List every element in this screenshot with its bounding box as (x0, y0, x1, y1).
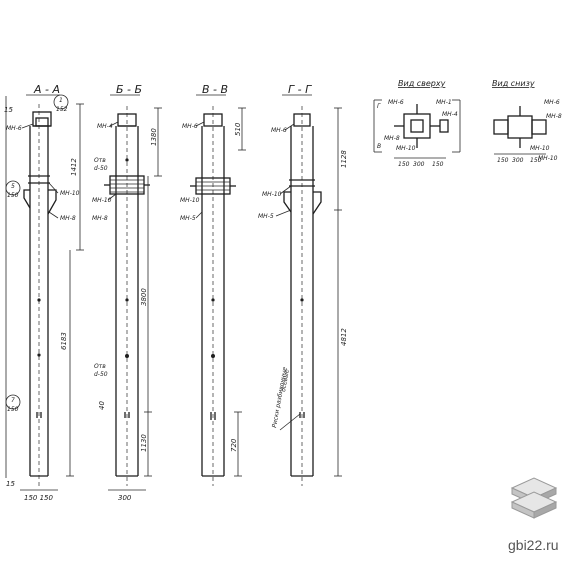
gg-dim-4812: 4812 (340, 328, 348, 346)
bb-dim-1130: 1130 (140, 434, 148, 452)
bottom-label-mn8: МН-8 (546, 113, 562, 120)
aa-dim-1412: 1412 (70, 158, 78, 176)
gg-label-mn6: МН-6 (271, 127, 287, 134)
view-top: Вид сверху Г В МН-6 МН-1 МН-4 МН-8 МН-10… (373, 79, 461, 168)
section-aa-title: А - А (33, 83, 60, 96)
gg-note-risk2: осевые (280, 369, 291, 393)
top-dim-150b: 150 (432, 161, 444, 168)
bb-dim-40: 40 (98, 401, 106, 410)
view-bottom-title: Вид снизу (492, 79, 535, 88)
top-mark-g: Г (377, 103, 381, 110)
watermark-site: gbi22.ru (508, 537, 559, 553)
bb-dim-3800: 3800 (140, 288, 148, 306)
aa-label-mn8: МН-8 (60, 215, 76, 222)
bb-label-mn4: МН-4 (97, 123, 113, 130)
aa-dim-15: 15 (4, 106, 13, 114)
aa-dim-6183: 6183 (60, 332, 68, 350)
aa-label-mn10: МН-10 (60, 190, 80, 197)
bb-dim-1380: 1380 (150, 128, 158, 146)
bb-label-hole1-d: d-50 (94, 165, 108, 172)
aa-callout-5b: 150 (7, 192, 19, 199)
aa-callout-1: 1 (59, 97, 63, 104)
top-label-mn8: МН-8 (384, 135, 400, 142)
view-top-title: Вид сверху (398, 79, 446, 88)
gg-dim-1128: 1128 (340, 150, 348, 168)
gg-label-mn10: МН-10 (262, 191, 282, 198)
aa-dim-bottom-r: 15 (6, 480, 15, 488)
top-label-mn6: МН-6 (388, 99, 404, 106)
section-vv: В - В МН-6 МН-10 МН-5 510 720 (180, 83, 246, 486)
view-bottom: Вид снизу МН-6 МН-8 МН-10 МН-10 150 300 … (492, 79, 562, 164)
bb-dim-bottom: 300 (118, 494, 132, 502)
bottom-label-mn10a: МН-10 (530, 145, 550, 152)
section-aa: А - А МН-6 МН-10 МН-8 5 150 7 150 (4, 83, 84, 502)
section-gg-title: Г - Г (288, 83, 312, 96)
section-bb: Б - Б МН-4 Отв d-50 МН-10 МН-8 Отв d-50 (92, 83, 162, 502)
bottom-label-mn6: МН-6 (544, 99, 560, 106)
section-gg: Г - Г МН-6 МН-10 МН-5 Риски разбивочные … (258, 83, 348, 486)
aa-callout-5: 5 (11, 183, 15, 190)
aa-callout-7: 7 (11, 397, 15, 404)
section-bb-title: Б - Б (116, 83, 142, 96)
vv-label-mn6: МН-6 (182, 123, 198, 130)
top-mark-v: В (377, 143, 381, 150)
bottom-dim-150: 150 (497, 157, 509, 164)
top-dim-300: 300 (413, 161, 425, 168)
bb-label-hole2: Отв (94, 363, 106, 370)
bb-label-mn10: МН-10 (92, 197, 112, 204)
vv-label-mn5: МН-5 (180, 215, 196, 222)
bottom-dim-300: 300 (512, 157, 524, 164)
bottom-dim-150b: 150 (530, 157, 542, 164)
aa-label-mn6: МН-6 (6, 125, 22, 132)
vv-dim-720: 720 (230, 438, 238, 452)
bb-label-hole2-d: d-50 (94, 371, 108, 378)
aa-dim-bottom: 150 150 (24, 494, 53, 502)
bottom-label-mn10b: МН-10 (538, 155, 558, 162)
section-vv-title: В - В (202, 83, 228, 96)
gg-label-mn5: МН-5 (258, 213, 274, 220)
aa-callout-7b: 150 (7, 406, 19, 413)
top-label-mn10: МН-10 (396, 145, 416, 152)
vv-dim-510: 510 (234, 122, 242, 136)
slab-stack-icon (510, 477, 558, 519)
bb-label-mn8: МН-8 (92, 215, 108, 222)
bb-label-hole1: Отв (94, 157, 106, 164)
top-dim-150: 150 (398, 161, 410, 168)
aa-callout-1b: 152 (56, 106, 68, 113)
vv-label-mn10: МН-10 (180, 197, 200, 204)
top-label-mn4: МН-4 (442, 111, 458, 118)
top-label-mn1: МН-1 (436, 99, 452, 106)
